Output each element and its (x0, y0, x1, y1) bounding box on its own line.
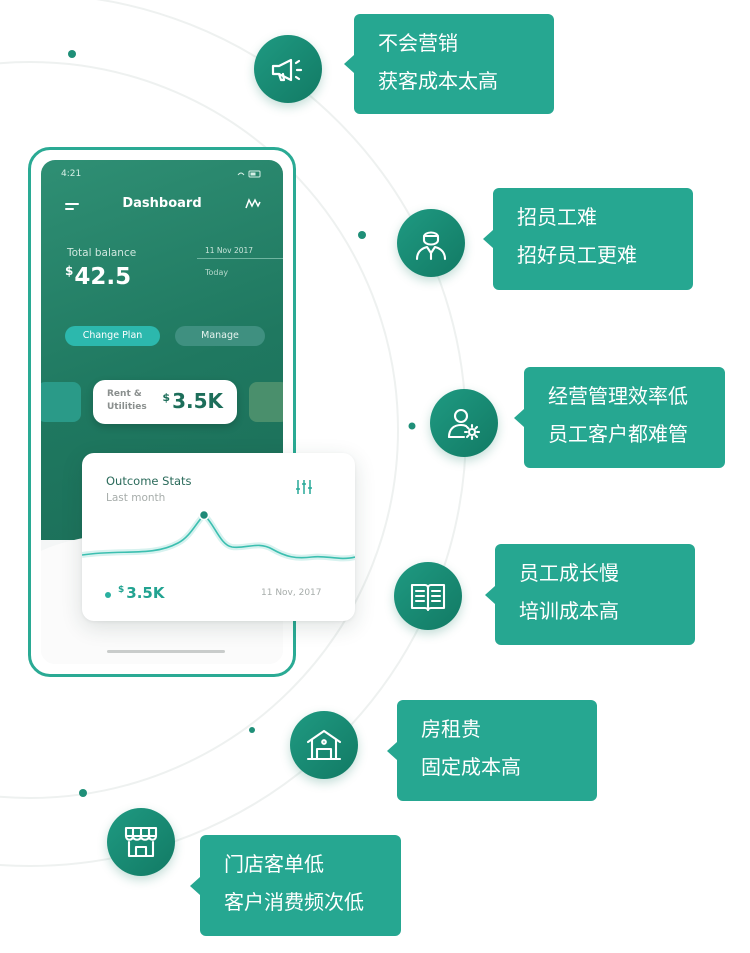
stats-subtitle: Last month (106, 492, 166, 504)
stats-title: Outcome Stats (106, 474, 192, 488)
total-balance-value: $42.5 (65, 264, 132, 290)
date-label: 11 Nov 2017 (205, 246, 254, 255)
brand-logo-icon (245, 198, 261, 209)
total-balance-label: Total balance (67, 247, 137, 259)
pain-point-store: 门店客单低客户消费频次低 (190, 835, 401, 936)
pain-point-rent: 房租贵固定成本高 (387, 700, 597, 801)
house-icon (290, 711, 358, 779)
card-label: Rent & Utilities (107, 389, 147, 412)
dashboard-title: Dashboard (122, 196, 202, 211)
manage-button[interactable]: Manage (175, 326, 265, 346)
home-indicator (107, 650, 225, 653)
stats-date: 11 Nov, 2017 (261, 588, 322, 598)
filter-sliders-icon[interactable] (295, 479, 313, 495)
menu-icon[interactable] (65, 203, 79, 213)
pain-point-management: 经营管理效率低员工客户都难管 (514, 367, 725, 468)
pain-point-marketing: 不会营销获客成本太高 (344, 14, 554, 114)
status-time: 4:21 (61, 169, 82, 179)
user-settings-icon (430, 389, 498, 457)
stats-sparkline (82, 509, 355, 562)
date-sub: Today (205, 268, 229, 277)
storefront-icon (107, 808, 175, 876)
pain-point-training: 员工成长慢培训成本高 (485, 544, 695, 645)
stats-value: $3.5K (118, 584, 165, 602)
battery-icon (237, 170, 261, 178)
change-plan-button[interactable]: Change Plan (65, 326, 160, 346)
megaphone-icon (254, 35, 322, 103)
employee-icon (397, 209, 465, 277)
outcome-stats-card: Outcome Stats Last month $3.5K 11 Nov, 2… (82, 453, 355, 621)
open-book-icon (394, 562, 462, 630)
rent-utilities-card[interactable]: Rent & Utilities $3.5K (93, 380, 237, 424)
carousel-card-right[interactable] (249, 382, 283, 422)
card-value: $3.5K (162, 389, 223, 413)
pain-point-hiring: 招员工难招好员工更难 (483, 188, 693, 290)
status-bar: 4:21 (61, 169, 263, 181)
carousel-card-left[interactable] (41, 382, 81, 422)
